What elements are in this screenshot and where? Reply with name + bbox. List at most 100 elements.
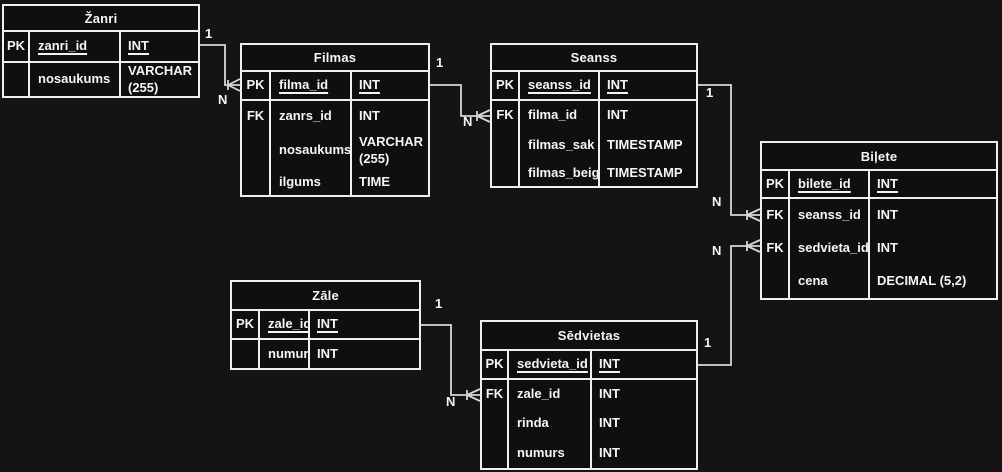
cardinality-one-zale-sedvietas: 1 <box>435 296 443 311</box>
table-row: cena DECIMAL (5,2) <box>762 265 996 298</box>
field-cell: seanss_id <box>520 72 600 99</box>
key-cell: FK <box>482 380 509 409</box>
cardinality-many-filmas-seanss: N <box>463 114 473 129</box>
key-cell <box>482 409 509 438</box>
table-row: FK zale_id INT <box>482 380 696 409</box>
type-cell: INT <box>599 444 620 460</box>
field-cell: zanri_id <box>30 32 121 61</box>
field-cell: sedvieta_id <box>509 351 592 378</box>
entity-table-seanss[interactable]: Seanss PK seanss_id INT FK filma_id INT … <box>490 43 698 188</box>
field-cell: filmas_sak <box>520 130 600 160</box>
table-row: ilgums TIME <box>242 170 428 195</box>
field-cell: cena <box>790 265 870 298</box>
table-row: PK seanss_id INT <box>492 72 696 101</box>
relationship-line <box>698 84 747 216</box>
table-row: filmas_sak TIMESTAMP <box>492 130 696 160</box>
table-row: FK filma_id INT <box>492 101 696 130</box>
type-cell: INT <box>607 77 628 93</box>
field-cell: filmas_beig <box>520 160 600 186</box>
type-cell: INT <box>359 77 380 93</box>
crow-foot-many-icon <box>746 208 761 222</box>
field-cell: seanss_id <box>790 199 870 232</box>
key-cell <box>492 160 520 186</box>
cardinality-many-zanri-filmas: N <box>218 92 228 107</box>
table-title: Biļete <box>762 143 996 171</box>
type-cell: DECIMAL (5,2) <box>877 273 967 289</box>
cardinality-one-sedvietas-bilete: 1 <box>704 335 712 350</box>
key-cell: FK <box>762 199 790 232</box>
table-row: FK seanss_id INT <box>762 199 996 232</box>
entity-table-sedvietas[interactable]: Sēdvietas PK sedvieta_id INT FK zale_id … <box>480 320 698 470</box>
table-row: FK zanrs_id INT <box>242 101 428 131</box>
field-cell: numurs <box>260 340 310 368</box>
cardinality-many-zale-sedvietas: N <box>446 394 456 409</box>
field-cell: numurs <box>509 438 592 468</box>
table-row: PK filma_id INT <box>242 72 428 101</box>
type-cell: INT <box>877 240 898 256</box>
entity-table-bilete[interactable]: Biļete PK bilete_id INT FK seanss_id INT… <box>760 141 998 300</box>
type-cell: TIMESTAMP <box>607 136 683 152</box>
key-cell <box>492 130 520 160</box>
type-cell: VARCHAR (255) <box>359 134 427 166</box>
relationship-line <box>430 84 477 117</box>
entity-table-filmas[interactable]: Filmas PK filma_id INT FK zanrs_id INT n… <box>240 43 430 197</box>
relationship-filmas-seanss <box>430 84 491 123</box>
table-row: rinda INT <box>482 409 696 438</box>
key-cell: FK <box>492 101 520 130</box>
field-cell: filma_id <box>520 101 600 130</box>
field-cell: zale_id <box>509 380 592 409</box>
type-cell: VARCHAR (255) <box>128 63 196 95</box>
table-row: PK zale_id INT <box>232 311 419 340</box>
key-cell <box>482 438 509 468</box>
table-title: Žanri <box>4 6 198 32</box>
crow-foot-many-icon <box>746 239 761 253</box>
table-title: Sēdvietas <box>482 322 696 351</box>
key-cell <box>232 340 260 368</box>
cardinality-one-zanri-filmas: 1 <box>205 26 213 41</box>
field-cell: filma_id <box>271 72 352 99</box>
table-title: Zāle <box>232 282 419 311</box>
entity-table-zale[interactable]: Zāle PK zale_id INT numurs INT <box>230 280 421 370</box>
entity-table-zanri[interactable]: Žanri PK zanri_id INT nosaukums VARCHAR … <box>2 4 200 98</box>
key-cell: PK <box>762 171 790 197</box>
key-cell: PK <box>482 351 509 378</box>
field-cell: rinda <box>509 409 592 438</box>
cardinality-one-filmas-seanss: 1 <box>436 55 444 70</box>
type-cell: TIMESTAMP <box>607 164 683 180</box>
relationship-seanss-bilete <box>698 84 761 222</box>
relationship-zale-sedvietas <box>421 324 481 402</box>
key-cell <box>4 63 30 96</box>
field-cell: bilete_id <box>790 171 870 197</box>
table-row: nosaukums VARCHAR (255) <box>4 63 198 96</box>
key-cell: FK <box>762 232 790 265</box>
crow-foot-many-icon <box>476 109 491 123</box>
table-row: FK sedvieta_id INT <box>762 232 996 265</box>
type-cell: INT <box>317 345 338 361</box>
type-cell: INT <box>317 316 338 332</box>
key-cell: PK <box>4 32 30 61</box>
relationship-line <box>200 44 228 86</box>
table-row: numurs INT <box>482 438 696 468</box>
table-title: Filmas <box>242 45 428 72</box>
table-row: numurs INT <box>232 340 419 368</box>
type-cell: TIME <box>359 174 391 190</box>
table-row: PK bilete_id INT <box>762 171 996 199</box>
table-row: PK zanri_id INT <box>4 32 198 63</box>
key-cell: PK <box>242 72 271 99</box>
type-cell: INT <box>599 356 620 372</box>
table-title: Seanss <box>492 45 696 72</box>
type-cell: INT <box>607 107 628 123</box>
type-cell: INT <box>599 386 620 402</box>
field-cell: nosaukums <box>271 131 352 170</box>
crow-foot-many-icon <box>466 388 481 402</box>
type-cell: INT <box>599 415 620 431</box>
cardinality-many-seanss-bilete: N <box>712 194 722 209</box>
cardinality-one-seanss-bilete: 1 <box>706 85 714 100</box>
table-row: nosaukums VARCHAR (255) <box>242 131 428 170</box>
field-cell: nosaukums <box>30 63 121 96</box>
cardinality-many-sedvietas-bilete: N <box>712 243 722 258</box>
key-cell <box>242 170 271 195</box>
relationship-zanri-filmas <box>200 44 241 92</box>
key-cell <box>242 131 271 170</box>
